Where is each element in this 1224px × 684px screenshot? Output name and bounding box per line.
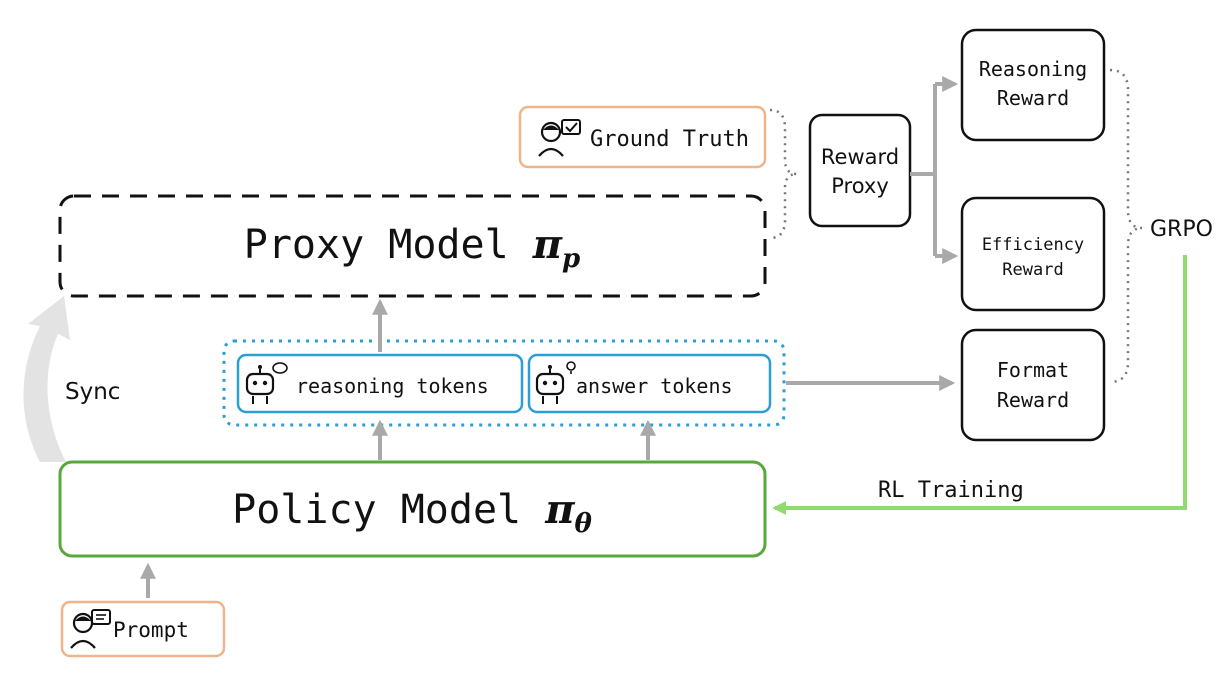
reasoning-tokens-box: reasoning tokens [236,353,524,414]
user-check-icon [538,119,581,157]
rl-training-label: RL Training [878,478,1024,503]
reward-proxy-box: Reward Proxy [808,113,912,228]
robot-thinking-icon [245,362,288,404]
tokens-container [222,339,786,427]
prompt-box: Prompt [60,600,226,658]
proxy-model-label: Proxy Model πp [244,221,580,274]
sync-label: Sync [65,379,120,405]
policy-model-label: Policy Model πθ [232,486,592,539]
format-reward-line2: Reward [997,388,1069,412]
reward-brace [1109,68,1143,384]
efficiency-reward-line1: Efficiency [982,235,1084,255]
answer-tokens-box: answer tokens [527,353,772,414]
reward-branch-arrows [910,76,959,264]
reasoning-reward-line1: Reasoning [979,57,1087,81]
reasoning-reward-line2: Reward [997,86,1069,110]
ground-truth-box: Ground Truth [518,105,767,169]
robot-idea-icon [535,361,576,404]
prompt-label: Prompt [113,618,189,642]
reward-proxy-line2: Proxy [831,174,889,198]
efficiency-reward-box: Efficiency Reward [960,196,1106,312]
reward-proxy-line1: Reward [821,145,899,169]
reasoning-tokens-label: reasoning tokens [296,374,489,398]
input-brace [769,108,798,240]
format-reward-line1: Format [997,358,1069,382]
efficiency-reward-line2: Reward [1002,260,1063,280]
reasoning-reward-box: Reasoning Reward [960,28,1106,142]
policy-model-box: Policy Model πθ [58,460,767,558]
sync-arrow [23,296,70,462]
rl-training-arrow [772,255,1187,515]
answer-tokens-label: answer tokens [576,374,733,398]
format-reward-box: Format Reward [960,328,1106,442]
grpo-label: GRPO [1150,217,1213,242]
proxy-model-box: Proxy Model πp [58,194,767,298]
ground-truth-label: Ground Truth [590,127,749,152]
flow-arrows [140,298,956,598]
user-chat-icon [70,609,111,649]
